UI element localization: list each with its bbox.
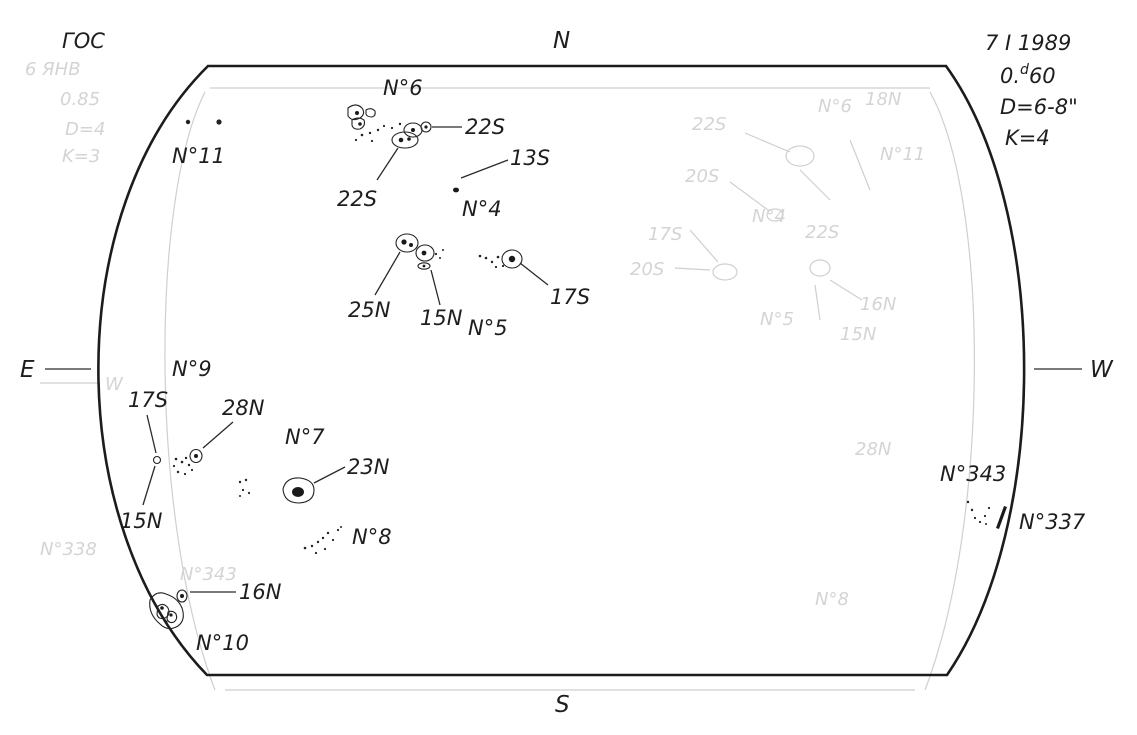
- group-label-9: N°9: [172, 357, 212, 381]
- svg-text:D=4: D=4: [65, 119, 105, 140]
- west-label: W: [1090, 357, 1114, 383]
- quality-value: K=4: [1005, 126, 1050, 150]
- leader-25n: [374, 251, 401, 296]
- north-label: N: [553, 28, 570, 54]
- sunspot-group-6: N°6: [347, 76, 432, 149]
- latitude-17s-a: 17S: [550, 285, 590, 309]
- bleed-through-layer: 22S 20S 17S 20S 22S 18N N°6 N°11 N°4 N°5…: [25, 59, 975, 691]
- svg-text:17S: 17S: [648, 224, 682, 245]
- svg-text:N°11: N°11: [880, 144, 925, 165]
- time-tail: 60: [1029, 64, 1056, 88]
- time-sup: d: [1020, 62, 1029, 78]
- svg-text:K=3: K=3: [62, 146, 100, 167]
- south-label: S: [555, 692, 570, 718]
- latitude-22s-a: 22S: [465, 115, 505, 139]
- group-label-10: N°10: [196, 631, 249, 655]
- leader-17s-a: [519, 262, 549, 286]
- east-label: E: [20, 357, 35, 383]
- sunspot-group-10: N°10: [149, 589, 249, 655]
- observatory-code: ГОС: [62, 29, 105, 53]
- group-label-5: N°5: [468, 316, 508, 340]
- sunspot-group-8: N°8: [303, 525, 392, 555]
- svg-text:W: W: [105, 374, 124, 395]
- leader-23n: [313, 466, 346, 484]
- group-label-11: N°11: [172, 144, 225, 168]
- svg-text:15N: 15N: [840, 324, 876, 345]
- sunspot-group-11: N°11: [172, 119, 225, 168]
- leader-17s-b: [146, 414, 157, 454]
- latitude-13s: 13S: [510, 146, 550, 170]
- sunspot-group-9: N°9: [152, 357, 212, 476]
- latitude-15n-a: 15N: [420, 306, 463, 330]
- time-main: 0.: [1000, 64, 1020, 88]
- svg-text:N°6: N°6: [818, 96, 852, 117]
- svg-text:18N: 18N: [865, 89, 901, 110]
- group-label-343: N°343: [940, 462, 1006, 486]
- group-label-7: N°7: [285, 425, 325, 449]
- group-label-6: N°6: [383, 76, 423, 100]
- svg-text:N°338: N°338: [40, 539, 97, 560]
- svg-text:20S: 20S: [630, 259, 664, 280]
- leader-28n: [202, 421, 234, 449]
- svg-text:6 ЯНВ: 6 ЯНВ: [25, 59, 81, 80]
- latitude-15n-b: 15N: [120, 509, 163, 533]
- leader-22s-b: [376, 147, 399, 181]
- sunspot-group-7: N°7: [238, 425, 325, 504]
- observation-time: 0.d60: [1000, 62, 1056, 88]
- latitude-23n: 23N: [347, 455, 390, 479]
- latitude-16n: 16N: [239, 580, 282, 604]
- sunspot-group-343: N°343: [940, 462, 1006, 525]
- group-label-4: N°4: [462, 197, 502, 221]
- latitude-25n: 25N: [348, 298, 391, 322]
- latitude-28n: 28N: [222, 396, 265, 420]
- svg-text:N°5: N°5: [760, 309, 794, 330]
- svg-text:N°8: N°8: [815, 589, 849, 610]
- svg-text:22S: 22S: [692, 114, 726, 135]
- svg-text:20S: 20S: [685, 166, 719, 187]
- svg-text:16N: 16N: [860, 294, 896, 315]
- leader-13s: [460, 159, 509, 179]
- svg-text:N°4: N°4: [752, 206, 786, 227]
- svg-text:N°343: N°343: [180, 564, 237, 585]
- sunspot-group-4: N°4: [453, 187, 502, 221]
- latitude-22s-b: 22S: [337, 187, 377, 211]
- disc-frame: [97, 64, 1026, 677]
- leader-15n-b: [142, 465, 156, 506]
- group-label-8: N°8: [352, 525, 392, 549]
- svg-text:22S: 22S: [805, 222, 839, 243]
- observation-date: 7 I 1989: [985, 31, 1071, 55]
- leader-15n-a: [430, 269, 441, 306]
- sunspot-group-337: N°337: [996, 506, 1086, 534]
- latitude-17s-b: 17S: [128, 388, 168, 412]
- seeing-value: D=6-8": [1000, 95, 1078, 119]
- sunspot-group-5: N°5: [395, 233, 523, 340]
- svg-text:28N: 28N: [855, 439, 891, 460]
- svg-text:0.85: 0.85: [60, 89, 100, 110]
- group-label-337: N°337: [1019, 510, 1086, 534]
